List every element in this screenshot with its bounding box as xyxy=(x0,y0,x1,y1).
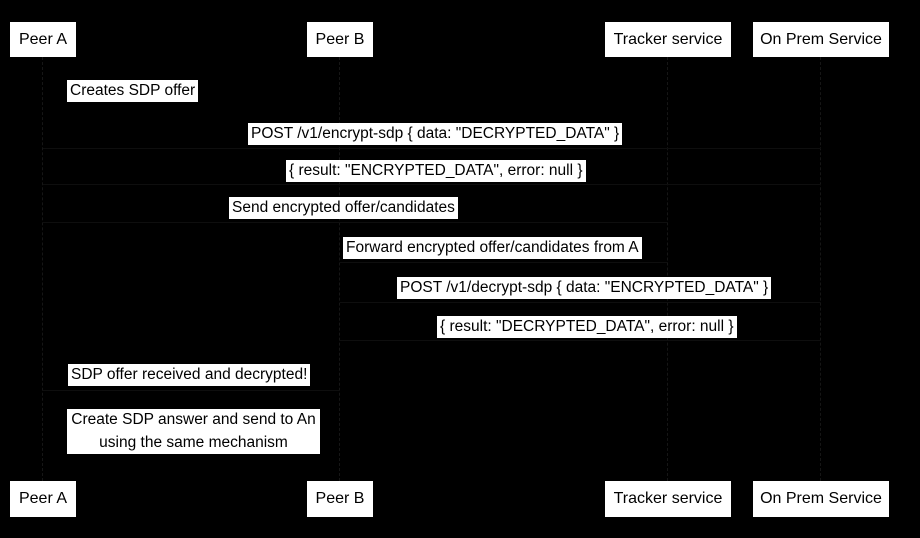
participant-peer-b-bottom: Peer B xyxy=(307,481,373,517)
message-label-creates-sdp-offer: Creates SDP offer xyxy=(67,80,199,102)
participant-peer-b-top: Peer B xyxy=(307,22,373,57)
participant-on-prem-service-bottom: On Prem Service xyxy=(753,481,889,517)
message-arrow xyxy=(43,148,821,149)
message-label-forward-encrypted-offer: Forward encrypted offer/candidates from … xyxy=(343,237,642,259)
message-arrow xyxy=(340,302,821,303)
message-arrow xyxy=(43,390,340,391)
message-label-decrypt-result: { result: "DECRYPTED_DATA", error: null … xyxy=(437,316,737,338)
participant-peer-a-bottom: Peer A xyxy=(10,481,76,517)
participant-tracker-service-top: Tracker service xyxy=(605,22,731,57)
message-label-encrypt-result: { result: "ENCRYPTED_DATA", error: null … xyxy=(286,160,586,182)
lifeline-peer-b xyxy=(339,57,340,481)
message-label-post-decrypt-sdp: POST /v1/decrypt-sdp { data: "ENCRYPTED_… xyxy=(397,277,772,299)
message-arrow xyxy=(340,262,668,263)
participant-tracker-service-bottom: Tracker service xyxy=(605,481,731,517)
message-label-create-sdp-answer: Create SDP answer and send to An using t… xyxy=(67,409,320,454)
message-arrow xyxy=(43,184,821,185)
participant-on-prem-service-top: On Prem Service xyxy=(753,22,889,57)
message-label-post-encrypt-sdp: POST /v1/encrypt-sdp { data: "DECRYPTED_… xyxy=(248,123,623,145)
message-label-sdp-offer-received: SDP offer received and decrypted! xyxy=(68,364,311,386)
participant-peer-a-top: Peer A xyxy=(10,22,76,57)
lifeline-peer-a xyxy=(42,57,43,481)
message-arrow xyxy=(340,340,821,341)
message-arrow xyxy=(43,222,668,223)
lifeline-tracker-service xyxy=(667,57,668,481)
message-label-send-encrypted-offer: Send encrypted offer/candidates xyxy=(229,197,458,219)
lifeline-on-prem-service xyxy=(820,57,821,481)
